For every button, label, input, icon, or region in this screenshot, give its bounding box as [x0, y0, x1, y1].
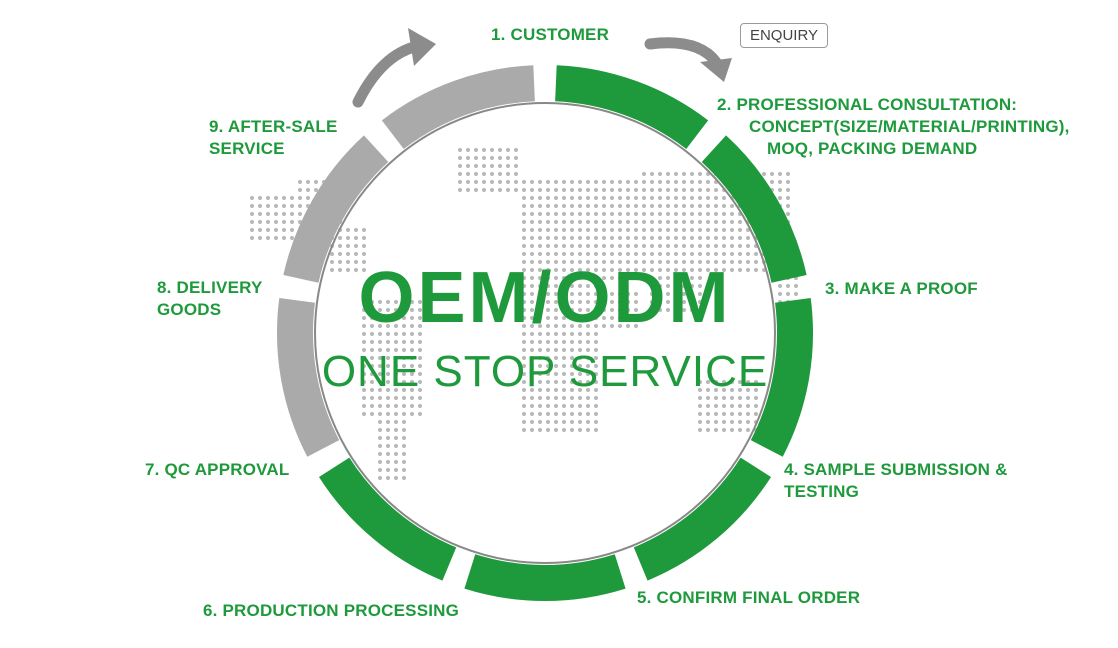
- diagram-subtitle: ONE STOP SERVICE: [321, 347, 769, 396]
- arrow-left-head-icon: [408, 28, 436, 66]
- ring-segment-5: [464, 554, 626, 601]
- ring-segment-9: [381, 65, 535, 149]
- step-label-6: 6. PRODUCTION PROCESSING: [203, 601, 460, 620]
- step-label-2: 2. PROFESSIONAL CONSULTATION: CONCEPT(SI…: [717, 95, 1070, 158]
- inner-circle: [314, 102, 776, 564]
- arrow-right-icon: [644, 37, 722, 68]
- ring-segment-3: [750, 298, 813, 457]
- ring-segment-4: [633, 457, 772, 581]
- step-label-4: 4. SAMPLE SUBMISSION & TESTING: [784, 460, 1008, 501]
- diagram-title: OEM/ODM: [358, 258, 732, 338]
- ring-segment-7: [277, 298, 340, 457]
- step-label-8: 8. DELIVERY GOODS: [157, 278, 263, 319]
- step-label-9: 9. AFTER-SALE SERVICE: [209, 117, 338, 158]
- arrow-left-icon: [352, 40, 424, 108]
- enquiry-button[interactable]: ENQUIRY: [740, 23, 828, 48]
- world-map-dots: [250, 148, 798, 480]
- step-label-3: 3. MAKE A PROOF: [825, 279, 978, 298]
- arrow-right-head-icon: [700, 58, 732, 82]
- step-label-7: 7. QC APPROVAL: [145, 460, 290, 479]
- ring-segment-8: [283, 135, 389, 283]
- ring-segment-6: [318, 457, 457, 581]
- ring-segment-2: [701, 135, 807, 283]
- step-label-5: 5. CONFIRM FINAL ORDER: [637, 588, 861, 607]
- ring-segment-1: [555, 65, 709, 149]
- step-label-1: 1. CUSTOMER: [491, 25, 610, 44]
